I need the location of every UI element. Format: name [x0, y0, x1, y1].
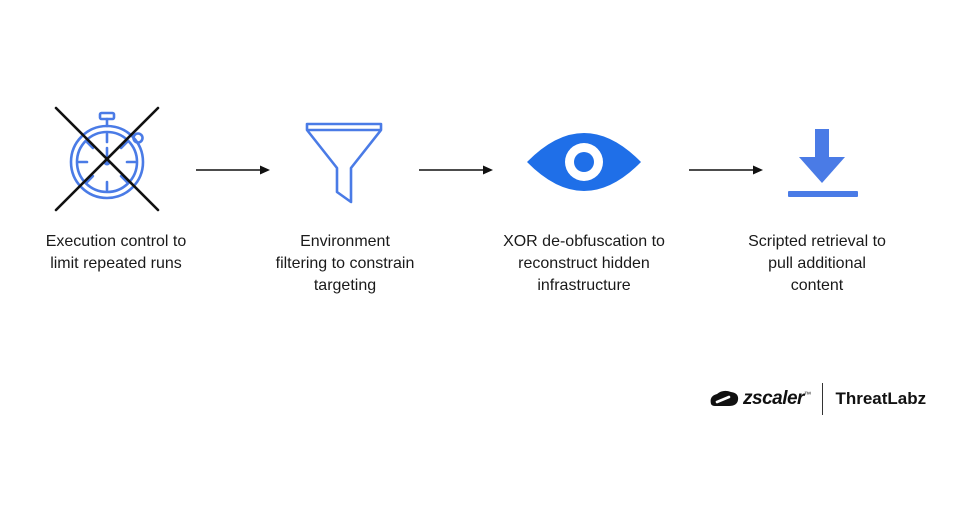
- arrow-icon: [689, 165, 763, 175]
- stopwatch-crossed-icon: [54, 106, 160, 212]
- trademark: ™: [803, 391, 811, 399]
- step-caption-scripted-retrieval: Scripted retrieval to pull additional co…: [707, 231, 927, 297]
- step-caption-xor-deobfuscation: XOR de-obfuscation to reconstruct hidden…: [474, 231, 694, 297]
- company-name-text: zscaler: [743, 388, 804, 409]
- caption-line: filtering to constrain: [275, 255, 415, 272]
- caption-line: XOR de-obfuscation to: [503, 233, 665, 250]
- caption-line: Scripted retrieval to: [748, 233, 886, 250]
- branding: zscaler™ ThreatLabz: [707, 382, 926, 416]
- caption-line: pull additional: [768, 255, 866, 272]
- arrow-icon: [196, 165, 270, 175]
- caption-line: reconstruct hidden: [518, 255, 650, 272]
- caption-line: Execution control to: [45, 233, 187, 250]
- brand-divider: [822, 383, 824, 415]
- product-name: ThreatLabz: [835, 389, 927, 408]
- download-icon: [788, 129, 858, 197]
- zscaler-logo-icon: [710, 390, 739, 406]
- caption-line: content: [790, 277, 844, 294]
- funnel-icon: [305, 122, 383, 204]
- caption-line: limit repeated runs: [50, 255, 182, 272]
- arrow-icon: [419, 165, 493, 175]
- eye-icon: [527, 133, 641, 191]
- caption-line: Environment: [300, 233, 390, 250]
- caption-line: infrastructure: [537, 277, 631, 294]
- caption-line: targeting: [313, 277, 377, 294]
- step-caption-execution-control: Execution control to limit repeated runs: [6, 231, 226, 275]
- step-caption-environment-filtering: Environment filtering to constrain targe…: [235, 231, 455, 297]
- company-name: zscaler™: [743, 388, 811, 410]
